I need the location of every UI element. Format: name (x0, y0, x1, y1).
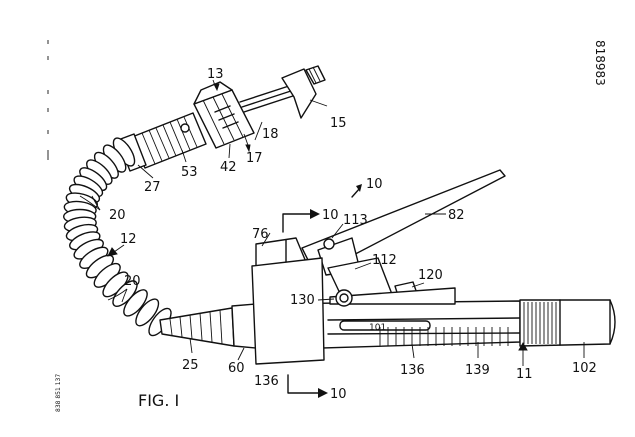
leader-lines (79, 79, 585, 366)
section-marks (282, 184, 362, 398)
label-10-bottom: 10 (330, 387, 347, 402)
label-53: 53 (181, 165, 198, 180)
label-25: 25 (182, 358, 199, 373)
margin-code: 838 851 137 (55, 374, 62, 412)
label-130: 130 (290, 293, 315, 308)
label-139: 139 (465, 363, 490, 378)
housing-76 (251, 237, 325, 365)
label-101: 101 (369, 323, 386, 333)
label-27: 27 (144, 180, 161, 195)
label-13: 13 (207, 67, 224, 82)
label-17: 17 (246, 151, 263, 166)
label-120: 120 (418, 268, 443, 283)
patent-number: 818983 (593, 40, 607, 86)
ferrule-25 (159, 307, 235, 347)
reference-labels: 13 15 18 17 42 53 27 20 12 20 25 60 10 1… (109, 67, 597, 402)
nozzle-102 (519, 299, 616, 347)
label-60: 60 (228, 361, 245, 376)
grip-ribs-139 (379, 327, 509, 346)
label-76: 76 (252, 227, 269, 242)
label-15: 15 (330, 116, 347, 131)
gun-body (159, 169, 616, 365)
hose-segment (135, 298, 160, 327)
label-12: 12 (120, 232, 137, 247)
hose-segment (123, 289, 148, 317)
figure-caption: FIG. I (138, 391, 179, 410)
pin-113 (323, 238, 335, 250)
label-42: 42 (220, 160, 237, 175)
label-113: 113 (343, 213, 368, 228)
label-18: 18 (262, 127, 279, 142)
label-20-upper: 20 (109, 208, 126, 223)
spring-53 (131, 112, 207, 169)
label-20-lower: 20 (124, 274, 141, 289)
label-102: 102 (572, 361, 597, 376)
pivot-130 (335, 289, 353, 307)
flexible-hose (63, 137, 172, 337)
tip-15 (281, 65, 326, 119)
label-136-grip: 136 (400, 363, 425, 378)
label-82: 82 (448, 208, 465, 223)
rod-18 (239, 83, 300, 113)
label-136-housing: 136 (254, 374, 279, 389)
label-11: 11 (516, 367, 533, 382)
label-10-section-arrow: 10 (322, 208, 339, 223)
label-112: 112 (372, 253, 397, 268)
label-10-top: 10 (366, 177, 383, 192)
